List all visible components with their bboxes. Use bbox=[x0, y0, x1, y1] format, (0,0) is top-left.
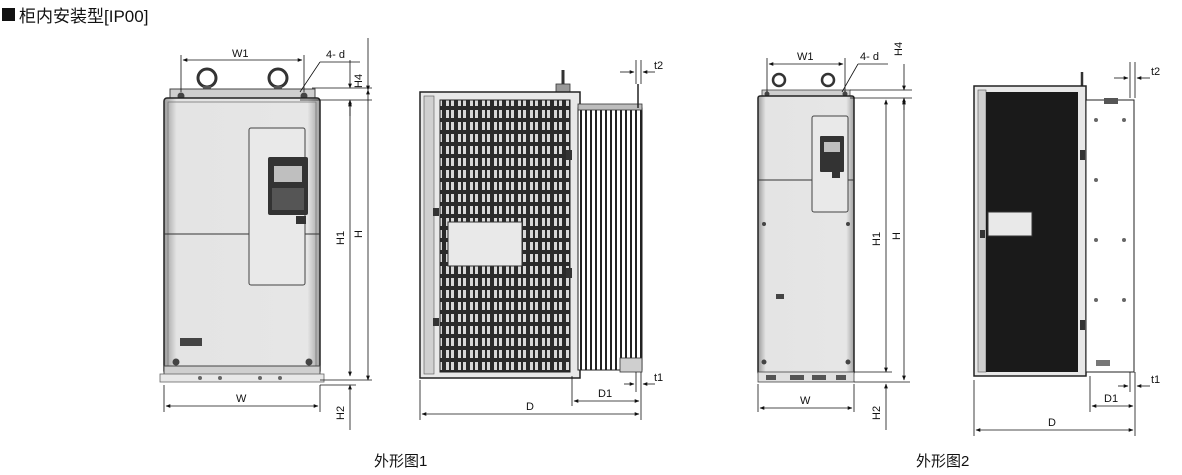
section-title: 柜内安装型[IP00] bbox=[2, 2, 148, 26]
dim-label-h1: H1 bbox=[335, 231, 347, 245]
figure1-front-view bbox=[159, 67, 325, 383]
dim-label-4-d: 4- d bbox=[326, 49, 345, 61]
dim-label-d1: D1 bbox=[1104, 393, 1118, 405]
dim-label-h: H bbox=[891, 232, 903, 240]
dim-label-w1: W1 bbox=[797, 51, 814, 63]
dim-label-h: H bbox=[353, 230, 365, 238]
dim-label-w: W bbox=[800, 395, 811, 407]
figure1-front-dimensions bbox=[163, 38, 372, 430]
dim-label-w1: W1 bbox=[232, 48, 249, 60]
dim-label-w: W bbox=[236, 393, 247, 405]
square-bullet-icon bbox=[2, 7, 15, 21]
dim-label-h2: H2 bbox=[871, 406, 883, 420]
dim-label-t2: t2 bbox=[654, 60, 663, 72]
figure1-front-labels: W1 4- d H4 H1 H W H2 bbox=[232, 48, 365, 420]
figure2-side-view bbox=[973, 72, 1135, 377]
dim-label-4-d: 4- d bbox=[860, 51, 879, 63]
figure2-front-view bbox=[757, 72, 855, 383]
figure1-side-dimensions bbox=[419, 60, 655, 420]
figure2-side-dimensions bbox=[973, 62, 1150, 436]
dim-label-t1: t1 bbox=[654, 372, 663, 384]
dim-label-d: D bbox=[526, 401, 534, 413]
figure2-caption: 外形图2 bbox=[916, 453, 969, 470]
dim-label-t1: t1 bbox=[1151, 374, 1160, 386]
dim-label-h1: H1 bbox=[871, 232, 883, 246]
figure2-front-labels: W1 4- d H4 H1 H W H2 bbox=[797, 42, 905, 420]
figure1-caption: 外形图1 bbox=[374, 453, 427, 470]
dim-label-h4: H4 bbox=[893, 42, 905, 56]
dim-label-t2: t2 bbox=[1151, 66, 1160, 78]
dim-label-h2: H2 bbox=[335, 406, 347, 420]
dim-label-d: D bbox=[1048, 417, 1056, 429]
section-title-text: 柜内安装型[IP00] bbox=[19, 6, 149, 26]
dim-label-h4: H4 bbox=[353, 74, 365, 88]
figure1-side-view bbox=[419, 70, 643, 379]
figure2-front-dimensions bbox=[757, 58, 912, 430]
figure1-side-labels: t2 t1 D1 D bbox=[526, 60, 663, 413]
dim-label-d1: D1 bbox=[598, 388, 612, 400]
figure2-side-labels: t2 t1 D1 D bbox=[1048, 66, 1160, 429]
